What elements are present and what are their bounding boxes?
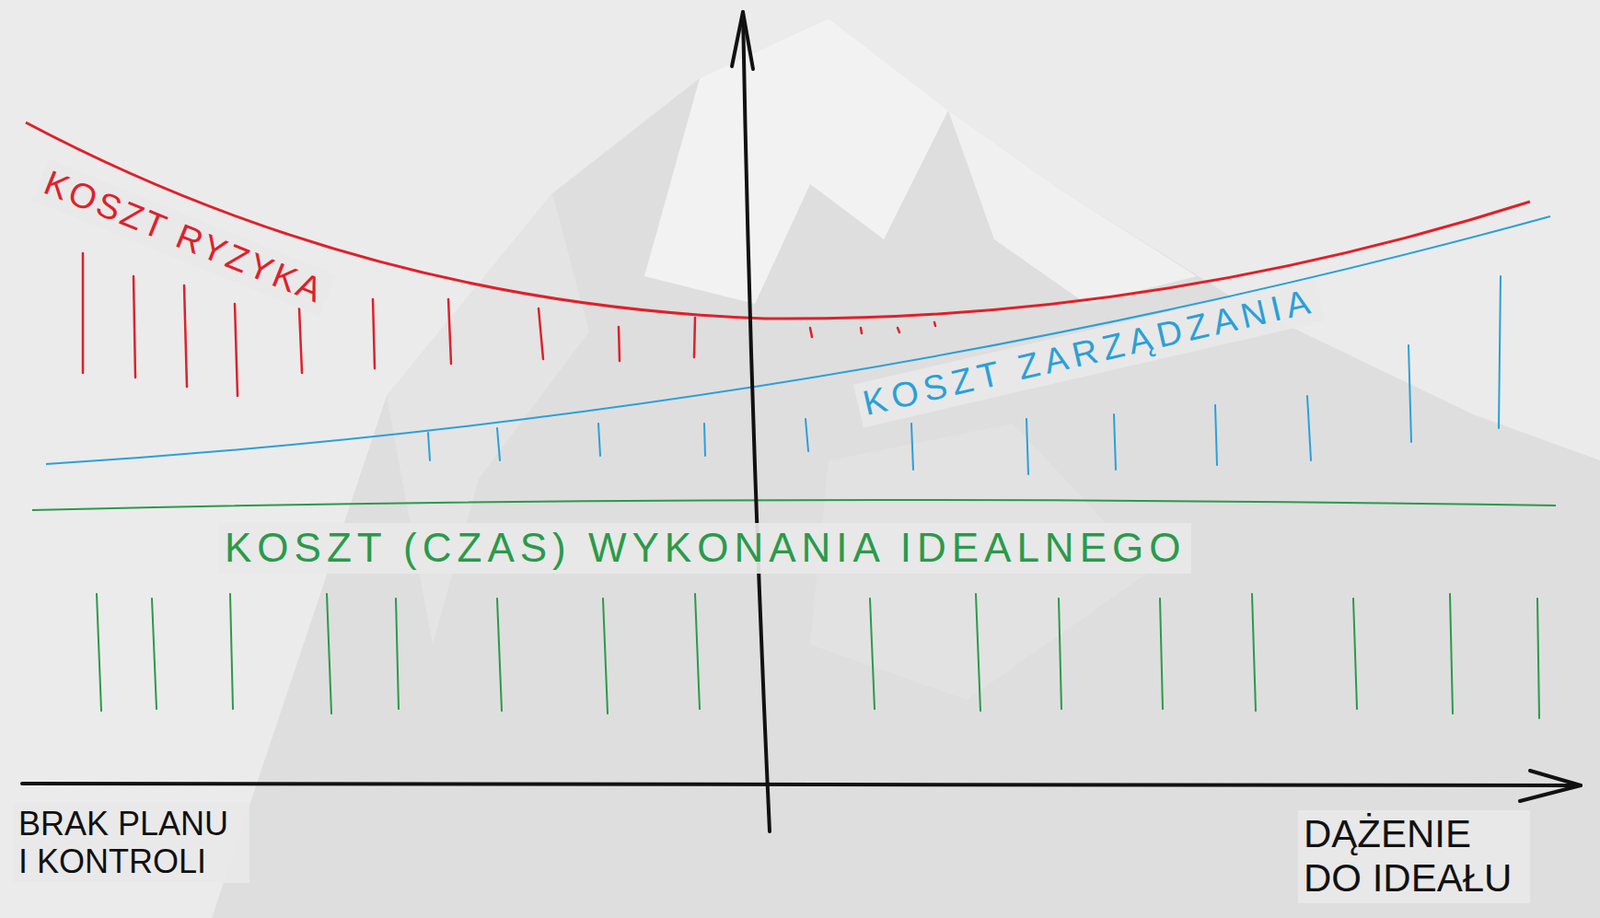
axes bbox=[22, 11, 1581, 832]
ideal-cost-line bbox=[32, 499, 1556, 511]
ideal-cost-hatching bbox=[96, 593, 1540, 719]
axis-right-label: DĄŻENIE DO IDEAŁU bbox=[1298, 810, 1531, 904]
axis-left-label: BRAK PLANU I KONTROLI bbox=[12, 802, 250, 883]
ideal-cost-label: KOSZT (CZAS) WYKONANIA IDEALNEGO bbox=[219, 522, 1192, 574]
risk-hatching bbox=[82, 253, 936, 396]
management-hatching bbox=[428, 276, 1501, 475]
